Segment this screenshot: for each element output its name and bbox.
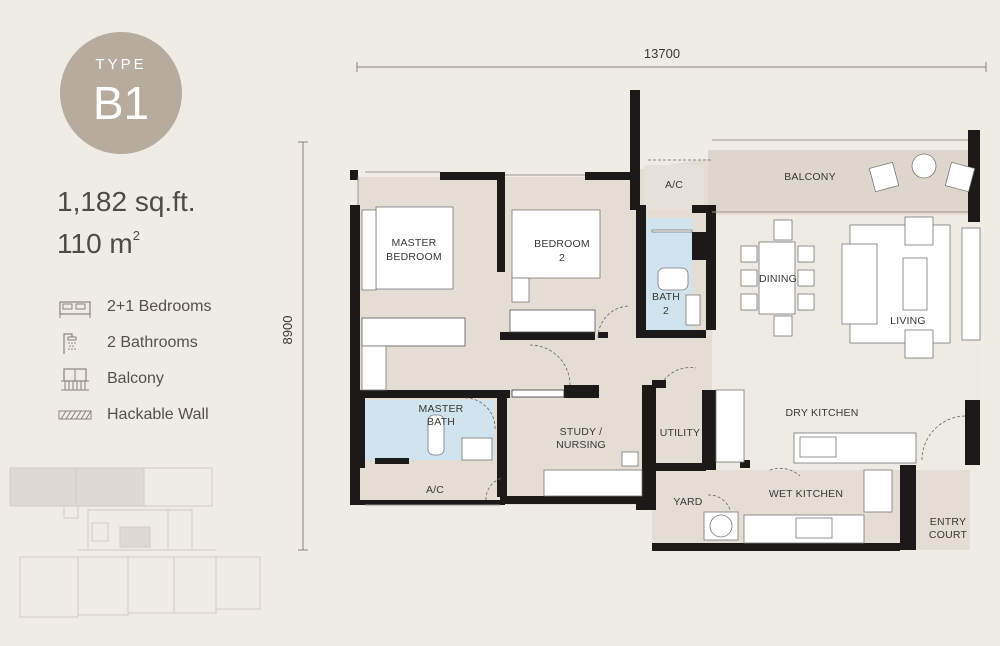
legend-item-hackable-wall: Hackable Wall: [58, 397, 212, 433]
hackable-walls: [361, 309, 596, 398]
type-label: TYPE: [95, 56, 147, 73]
room-label-master-bedroom-line2: BEDROOM: [386, 251, 442, 263]
doors: [464, 159, 967, 511]
room-label-utility: UTILITY: [660, 427, 701, 439]
furniture: [361, 153, 981, 544]
room-label-wet-kitchen: WET KITCHEN: [769, 488, 843, 500]
area-sqm-superscript: 2: [132, 228, 140, 243]
room-label-living: LIVING: [890, 315, 926, 327]
room-label-balcony: BALCONY: [784, 171, 836, 183]
bed-icon: [59, 301, 91, 318]
room-label-yard: YARD: [673, 496, 702, 508]
dimension-width: 13700: [356, 46, 987, 72]
room-label-master-bedroom: MASTER: [392, 237, 437, 249]
room-label-bedroom-2-line2: 2: [559, 252, 565, 264]
legend-label: Balcony: [107, 370, 164, 387]
legend-item-bathrooms: 2 Bathrooms: [58, 325, 212, 361]
room-label-bedroom-2: BEDROOM: [534, 238, 590, 250]
legend-item-balcony: Balcony: [58, 361, 212, 397]
dimension-height: 8900: [280, 141, 308, 551]
room-label-ac-bottom: A/C: [426, 484, 444, 496]
room-label-entry-court-line2: COURT: [929, 529, 968, 541]
area-sqm-value: 110 m: [57, 228, 133, 259]
legend-label: 2 Bathrooms: [107, 334, 198, 351]
room-label-study-line2: NURSING: [556, 439, 606, 451]
ac-top-floor: [644, 165, 704, 210]
walls: [350, 90, 980, 551]
unit-type-badge: TYPE B1: [60, 32, 182, 154]
room-label-dry-kitchen: DRY KITCHEN: [786, 407, 859, 419]
room-label-bath-2-line2: 2: [663, 305, 669, 317]
windows: [357, 139, 968, 506]
dimension-width-label: 13700: [644, 46, 680, 61]
balcony-icon: [61, 368, 89, 391]
legend-item-bedrooms: 2+1 Bedrooms: [58, 289, 212, 325]
legend: 2+1 Bedrooms 2 Bathrooms Balcony Hackabl…: [58, 289, 212, 433]
key-plan-diagram: [9, 467, 261, 618]
unit-code: B1: [92, 77, 150, 129]
room-label-study: STUDY /: [560, 426, 603, 438]
balcony-floor: [708, 150, 978, 212]
dimension-height-label: 8900: [280, 316, 295, 345]
room-label-bath-2: BATH: [652, 291, 680, 303]
legend-label: 2+1 Bedrooms: [107, 298, 212, 315]
room-label-master-bath-line2: BATH: [427, 416, 455, 428]
area-sqft: 1,182 sq.ft.: [57, 186, 196, 217]
shower-icon: [63, 333, 77, 354]
room-label-entry-court: ENTRY: [930, 516, 966, 528]
room-label-ac-top: A/C: [665, 179, 683, 191]
room-label-dining: DINING: [759, 273, 797, 285]
area-sqm: 110 m2: [57, 228, 140, 260]
room-label-master-bath: MASTER: [419, 403, 464, 415]
legend-label: Hackable Wall: [107, 406, 209, 423]
hatch-icon: [58, 410, 92, 420]
